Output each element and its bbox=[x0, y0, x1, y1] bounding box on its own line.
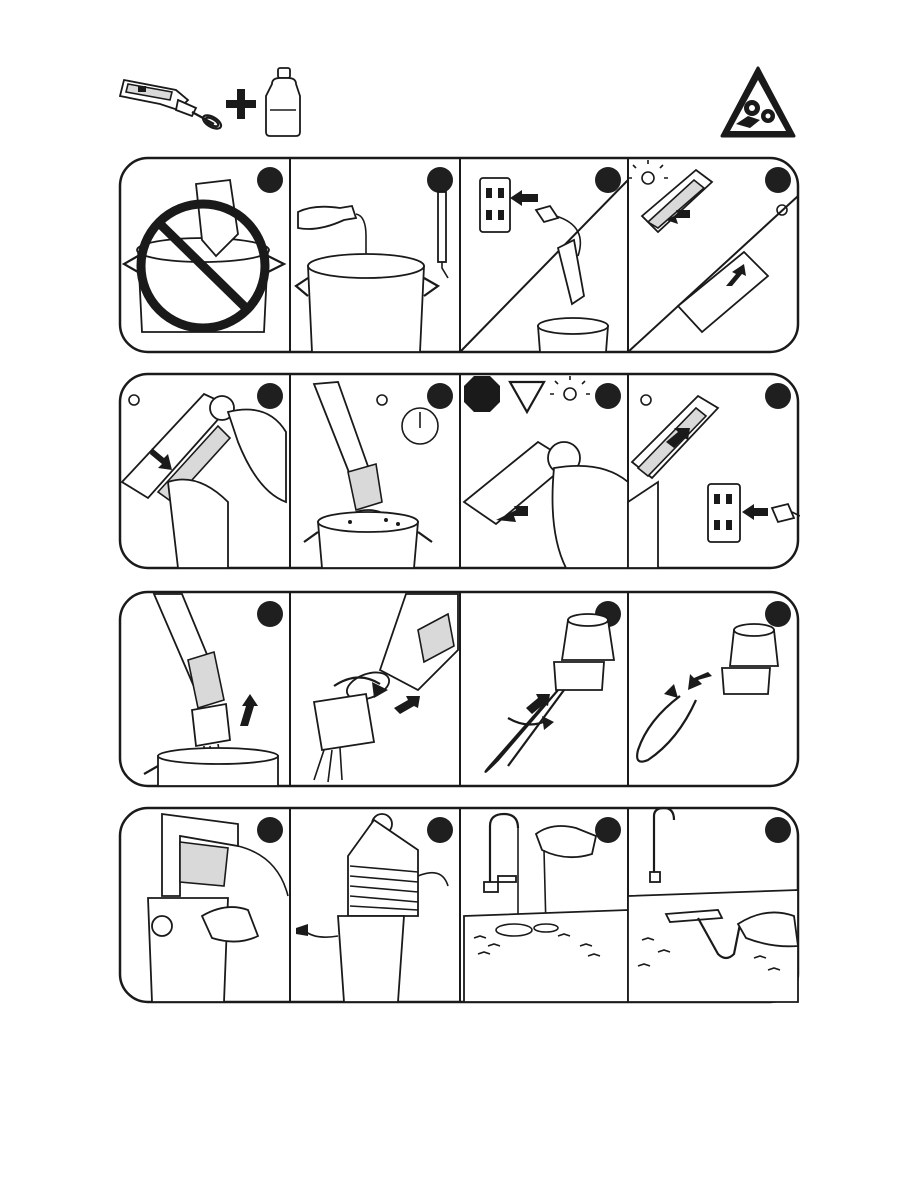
plus-icon bbox=[226, 89, 256, 119]
steps-row-2-illustration bbox=[118, 372, 800, 570]
steps-row-1 bbox=[118, 156, 800, 354]
steps-row-2 bbox=[118, 372, 800, 570]
steps-row-3-illustration bbox=[118, 590, 800, 788]
dish-detergent-bottle-icon bbox=[266, 68, 300, 136]
header bbox=[0, 0, 918, 150]
steps-row-4 bbox=[118, 806, 800, 1004]
header-illustration bbox=[0, 0, 918, 150]
steps-row-4-illustration bbox=[118, 806, 800, 1004]
crush-hazard-warning-icon bbox=[722, 68, 794, 136]
steps-row-1-illustration bbox=[118, 156, 800, 354]
steps-row-3 bbox=[118, 590, 800, 788]
immersion-mixer-whisk-icon bbox=[120, 80, 223, 131]
